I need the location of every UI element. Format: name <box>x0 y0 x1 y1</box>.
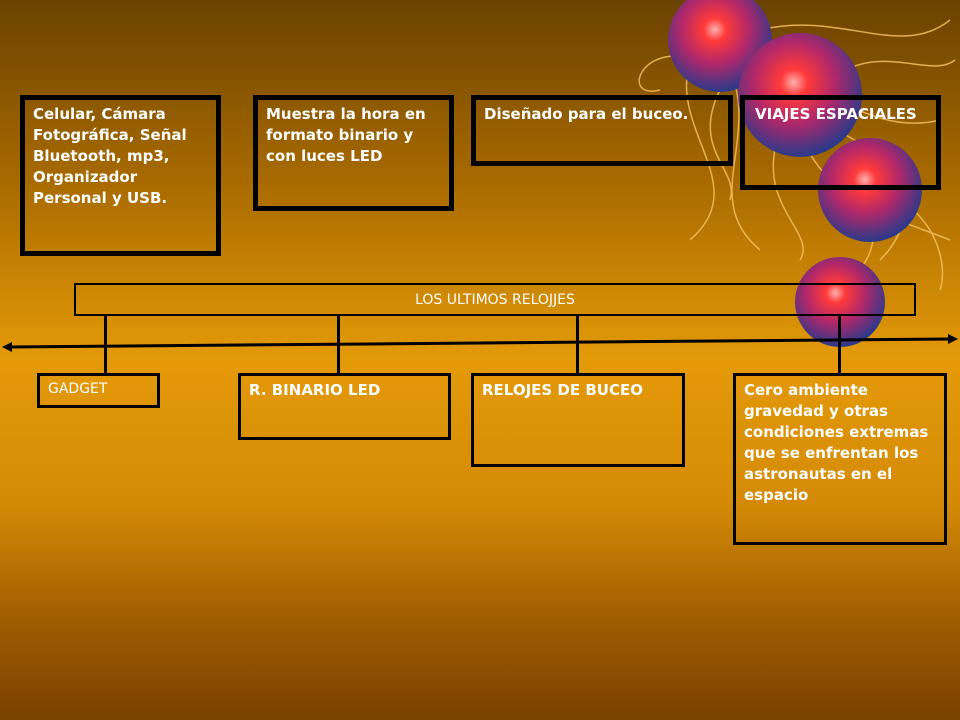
top-box-espaciales: VIAJES ESPACIALES <box>740 95 941 190</box>
connector-line <box>576 316 579 376</box>
diagram-title: LOS ULTIMOS RELOJJES <box>74 283 916 316</box>
bottom-box-espacio: Cero ambiente gravedad y otras condicion… <box>733 373 947 545</box>
bottom-box-binario-led: R. BINARIO LED <box>238 373 451 440</box>
bottom-box-relojes-buceo: RELOJES DE BUCEO <box>471 373 685 467</box>
top-box-buceo: Diseñado para el buceo. <box>471 95 733 166</box>
connector-line <box>337 316 340 376</box>
top-box-binario: Muestra la hora en formato binario y con… <box>253 95 454 211</box>
connector-line <box>838 316 841 376</box>
bottom-box-gadget: GADGET <box>37 373 160 408</box>
top-box-gadget: Celular, Cámara Fotográfica, Señal Bluet… <box>20 95 221 256</box>
